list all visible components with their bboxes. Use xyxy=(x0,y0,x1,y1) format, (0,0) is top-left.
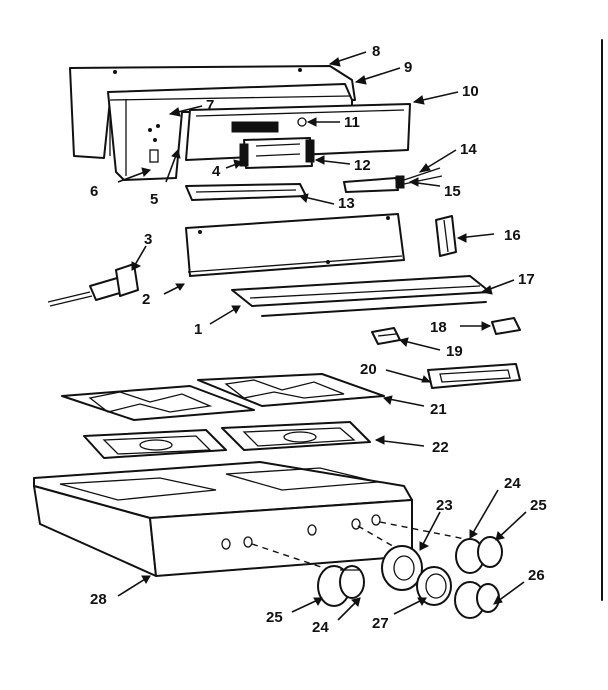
callout-10: 10 xyxy=(462,83,479,100)
callout-15: 15 xyxy=(444,183,461,200)
callout-2: 2 xyxy=(142,291,150,308)
part-18-clip xyxy=(491,317,521,335)
callout-9: 9 xyxy=(404,59,412,76)
part-26-knob xyxy=(454,581,500,619)
part-23-bezel xyxy=(381,545,423,591)
part-27-ring xyxy=(416,566,452,606)
callout-16: 16 xyxy=(504,227,521,244)
part-12-timer-module xyxy=(239,137,315,169)
callout-4: 4 xyxy=(212,163,221,180)
part-2-manifold-panel xyxy=(185,213,405,277)
part-17-rail xyxy=(231,275,491,317)
part-24-knob-left xyxy=(317,565,365,607)
callout-14: 14 xyxy=(460,141,477,158)
callout-labels: 8 9 10 7 11 12 4 6 5 14 15 13 16 3 2 17 … xyxy=(90,43,547,636)
part-19-clip xyxy=(371,327,401,345)
callout-7: 7 xyxy=(206,97,214,114)
callout-25-left: 25 xyxy=(266,609,283,626)
callout-8: 8 xyxy=(372,43,380,60)
callout-11: 11 xyxy=(344,114,360,131)
part-3-valve xyxy=(47,263,139,307)
part-20-vent xyxy=(427,363,521,389)
callout-3: 3 xyxy=(144,231,152,248)
callout-24-left: 24 xyxy=(312,619,329,636)
leader-lines xyxy=(117,51,527,621)
callout-28: 28 xyxy=(90,591,107,608)
callout-17: 17 xyxy=(518,271,535,288)
callout-5: 5 xyxy=(150,191,158,208)
part-16-end-cap xyxy=(435,215,457,257)
callout-24-right: 24 xyxy=(504,475,521,492)
part-24-knob-right xyxy=(455,536,503,574)
callout-13: 13 xyxy=(338,195,355,212)
callout-23: 23 xyxy=(436,497,453,514)
part-22-burner-plates xyxy=(83,421,371,459)
callout-6: 6 xyxy=(90,183,98,200)
callout-26: 26 xyxy=(528,567,545,584)
callout-22: 22 xyxy=(432,439,449,456)
callout-21: 21 xyxy=(430,401,447,418)
part-28-cooktop xyxy=(33,461,471,577)
callout-27: 27 xyxy=(372,615,389,632)
part-13-bracket xyxy=(185,183,307,201)
callout-18: 18 xyxy=(430,319,447,336)
callout-25-right: 25 xyxy=(530,497,547,514)
callout-12: 12 xyxy=(354,157,371,174)
callout-19: 19 xyxy=(446,343,463,360)
part-21-grates xyxy=(61,373,385,421)
callout-1: 1 xyxy=(194,321,202,338)
callout-20: 20 xyxy=(360,361,377,378)
